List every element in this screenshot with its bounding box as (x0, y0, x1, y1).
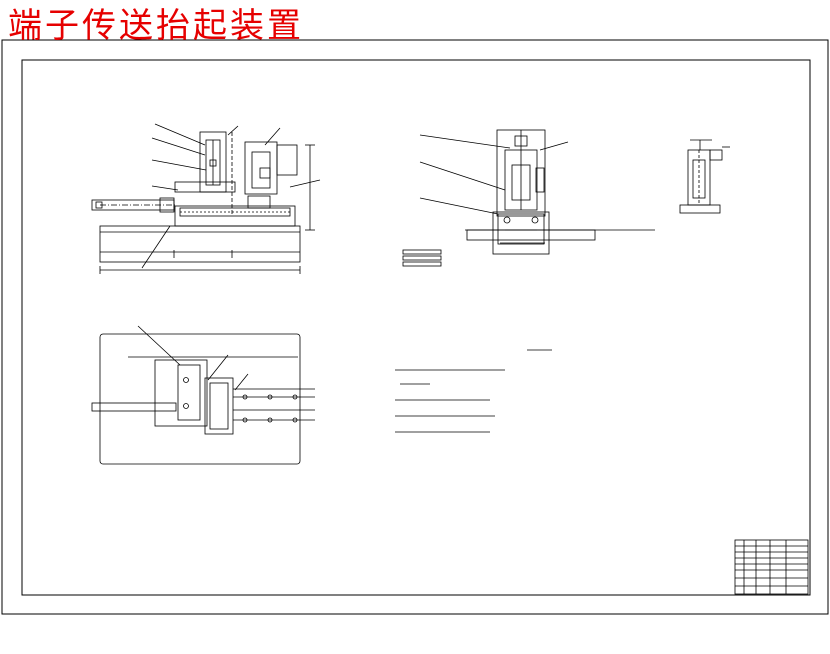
tech-requirements (395, 349, 552, 433)
top-view (91, 325, 315, 465)
title-block (734, 539, 809, 595)
side-view (402, 129, 655, 267)
front-view (91, 123, 321, 274)
outer-frame (1, 39, 829, 615)
inner-border (21, 59, 811, 596)
drawing-title: 端子传送抬起装置 (8, 6, 304, 46)
detail-view (679, 139, 730, 214)
